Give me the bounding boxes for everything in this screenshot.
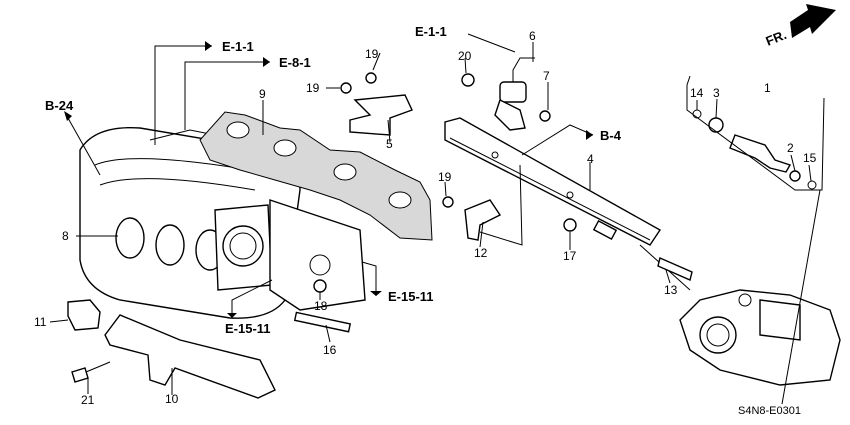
- part-number-6: 6: [529, 29, 536, 43]
- drawing-code: S4N8-E0301: [738, 405, 801, 417]
- front-direction-label: FR.: [764, 27, 789, 49]
- leader-lines: [49, 33, 821, 405]
- stay-bracket: [104, 314, 276, 399]
- bolt-20: [461, 73, 475, 87]
- part-number-10: 10: [165, 392, 179, 406]
- nut-17: [563, 218, 577, 232]
- ref-e11-a: E-1-1: [222, 39, 254, 54]
- part-number-7: 7: [543, 69, 550, 83]
- part-number-19-c: 19: [438, 170, 452, 184]
- bracket-12: [464, 199, 502, 241]
- fuel-rail: [444, 117, 662, 246]
- intake-manifold: [79, 126, 366, 319]
- pressure-regulator: [494, 57, 551, 131]
- part-number-3: 3: [713, 86, 720, 100]
- clip-11: [67, 299, 101, 331]
- part-number-13: 13: [664, 283, 678, 297]
- manifold-gasket: [199, 111, 433, 241]
- ref-e81: E-8-1: [279, 55, 311, 70]
- part-number-2: 2: [787, 141, 794, 155]
- ref-b4: B-4: [600, 128, 622, 143]
- nut-18: [313, 279, 327, 293]
- bolt-19-a: [365, 72, 377, 84]
- part-number-5: 5: [386, 137, 393, 151]
- bracket-5: [349, 94, 413, 136]
- part-number-17: 17: [563, 249, 577, 263]
- ref-e1511-a: E-15-11: [388, 289, 434, 304]
- part-number-19-a: 19: [365, 47, 379, 61]
- throttle-body: [639, 244, 841, 386]
- bolt-21: [71, 361, 111, 383]
- part-number-4: 4: [587, 152, 594, 166]
- part-number-8: 8: [62, 229, 69, 243]
- part-number-14: 14: [690, 86, 704, 100]
- part-number-18: 18: [314, 299, 328, 313]
- ref-e1511-b: E-15-11: [225, 321, 271, 336]
- connector-13: [657, 257, 693, 281]
- part-number-15: 15: [803, 151, 817, 165]
- part-number-1: 1: [764, 81, 771, 95]
- part-number-12: 12: [474, 246, 488, 260]
- stud-bolt-16: [293, 311, 352, 333]
- ref-e11-b: E-1-1: [415, 24, 447, 39]
- part-number-20: 20: [458, 49, 472, 63]
- front-direction-arrow: FR.: [764, 4, 836, 49]
- bolt-19-c: [442, 196, 454, 208]
- part-number-11: 11: [34, 315, 47, 329]
- bolt-19-b: [340, 82, 352, 94]
- part-number-9: 9: [259, 87, 266, 101]
- part-number-21: 21: [81, 393, 95, 407]
- part-number-19-b: 19: [306, 81, 320, 95]
- ref-b24: B-24: [45, 98, 74, 113]
- part-number-16: 16: [323, 343, 337, 357]
- injector-assembly: [686, 75, 825, 191]
